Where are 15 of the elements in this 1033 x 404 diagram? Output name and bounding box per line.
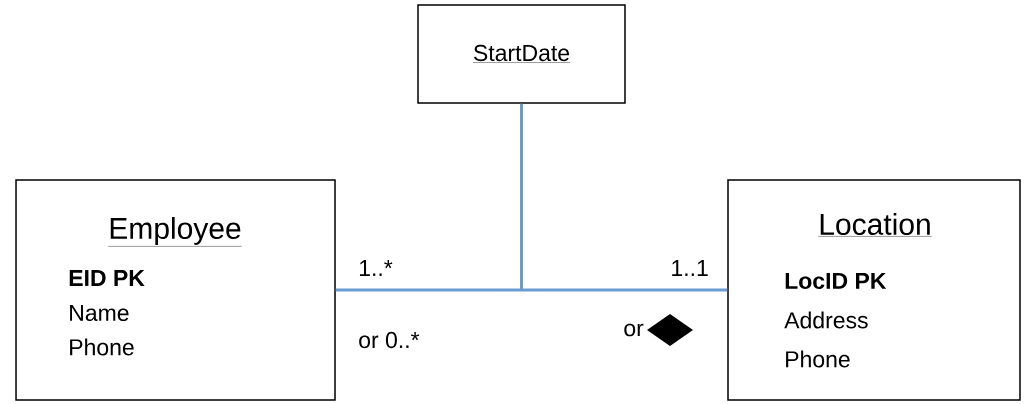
entity-name: StartDate (472, 44, 571, 63)
attribute: EID PK (69, 270, 145, 286)
multiplicity-label: or (624, 323, 644, 337)
connector-line (335, 288, 728, 292)
multiplicity-label: or 0..* (359, 331, 420, 349)
attribute: Phone (786, 350, 850, 368)
entity-name: Location (818, 213, 932, 237)
entity-name: Employee (108, 217, 242, 247)
attribute: Name (70, 304, 129, 321)
attribute: Address (784, 311, 868, 329)
attribute: Phone (70, 338, 134, 356)
connector-line (520, 103, 523, 290)
multiplicity-label: 1..* (359, 260, 393, 276)
multiplicity-label: 1..1 (672, 260, 708, 276)
attribute: LocID PK (785, 272, 887, 289)
